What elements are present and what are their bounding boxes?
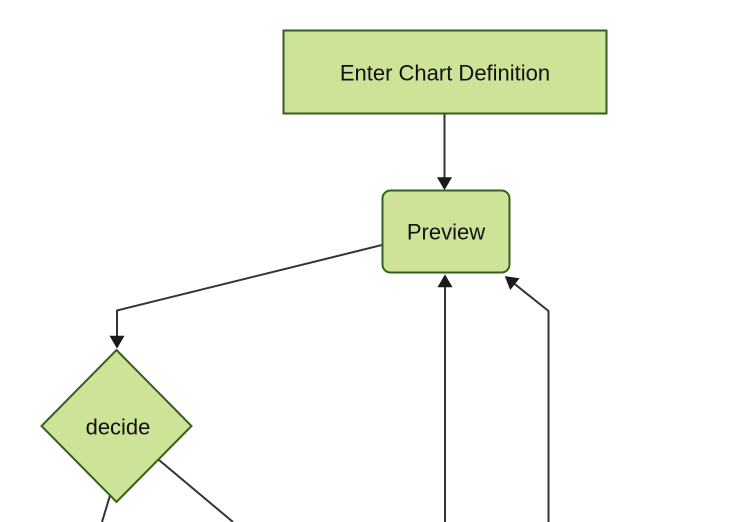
node-enter-chart-definition: Enter Chart Definition — [282, 29, 608, 115]
node-preview-shape — [381, 189, 511, 274]
node-preview-label: Preview — [407, 220, 485, 245]
node-decide-label: decide — [86, 415, 151, 440]
edge-decide-to-offscreen-bottom-right — [158, 459, 234, 522]
edge-offscreen-bottom-right-to-preview — [504, 276, 550, 522]
edge-preview-to-decide — [109, 244, 383, 349]
node-enter-chart-definition-label: Enter Chart Definition — [340, 61, 550, 86]
node-decide: decide — [40, 348, 193, 504]
node-decide-shape — [40, 348, 193, 504]
node-enter-chart-definition-shape — [282, 29, 608, 115]
edge-decide-to-offscreen-bottom-left — [101, 495, 111, 522]
node-preview: Preview — [381, 189, 511, 274]
